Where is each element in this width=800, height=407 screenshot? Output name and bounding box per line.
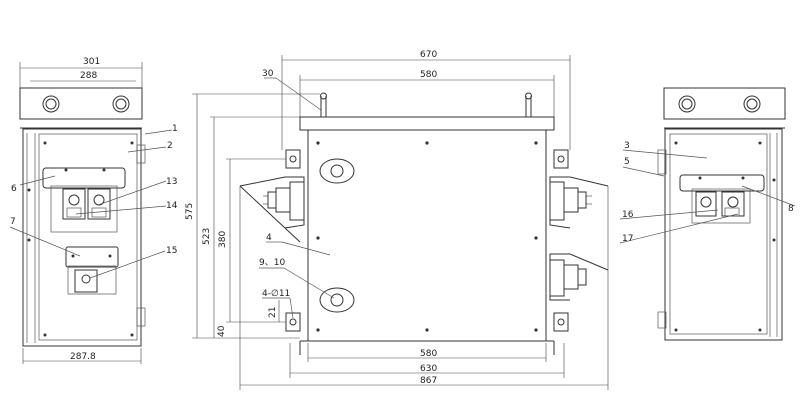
dim-front-380: 380 [218, 231, 228, 248]
dim-front-630: 630 [420, 364, 437, 374]
dim-front-670: 670 [420, 50, 437, 60]
front-view: 670 580 [185, 50, 609, 390]
dim-left-287-8: 287.8 [70, 352, 96, 362]
callout-9-10: 9、10 [259, 258, 285, 268]
dim-front-523: 523 [202, 228, 212, 245]
dim-front-580-top: 580 [420, 70, 437, 80]
right-side-view: 3 5 8 16 17 [619, 87, 796, 341]
dim-front-21: 21 [268, 307, 278, 318]
dim-front-867: 867 [420, 376, 437, 386]
dim-front-580-bottom: 580 [420, 349, 437, 359]
callout-15: 15 [166, 246, 177, 256]
callout-5: 5 [624, 157, 630, 167]
callout-7: 7 [10, 217, 16, 227]
dim-left-288: 288 [80, 71, 97, 81]
dim-front-575: 575 [185, 203, 195, 220]
callout-6: 6 [11, 184, 17, 194]
left-side-view: 301 288 [9, 57, 178, 364]
callout-13: 13 [166, 177, 177, 187]
callout-30: 30 [262, 69, 274, 79]
callout-4-holes: 4-∅11 [262, 289, 290, 299]
callout-14: 14 [166, 201, 178, 211]
dim-front-40: 40 [217, 325, 227, 337]
dim-left-301: 301 [83, 57, 100, 67]
callout-16: 16 [622, 210, 634, 220]
callout-2: 2 [167, 141, 173, 151]
callout-1: 1 [172, 124, 178, 134]
callout-3: 3 [624, 141, 630, 151]
callout-4-front: 4 [266, 233, 272, 243]
callout-17: 17 [622, 234, 633, 244]
callout-8: 8 [788, 204, 794, 214]
